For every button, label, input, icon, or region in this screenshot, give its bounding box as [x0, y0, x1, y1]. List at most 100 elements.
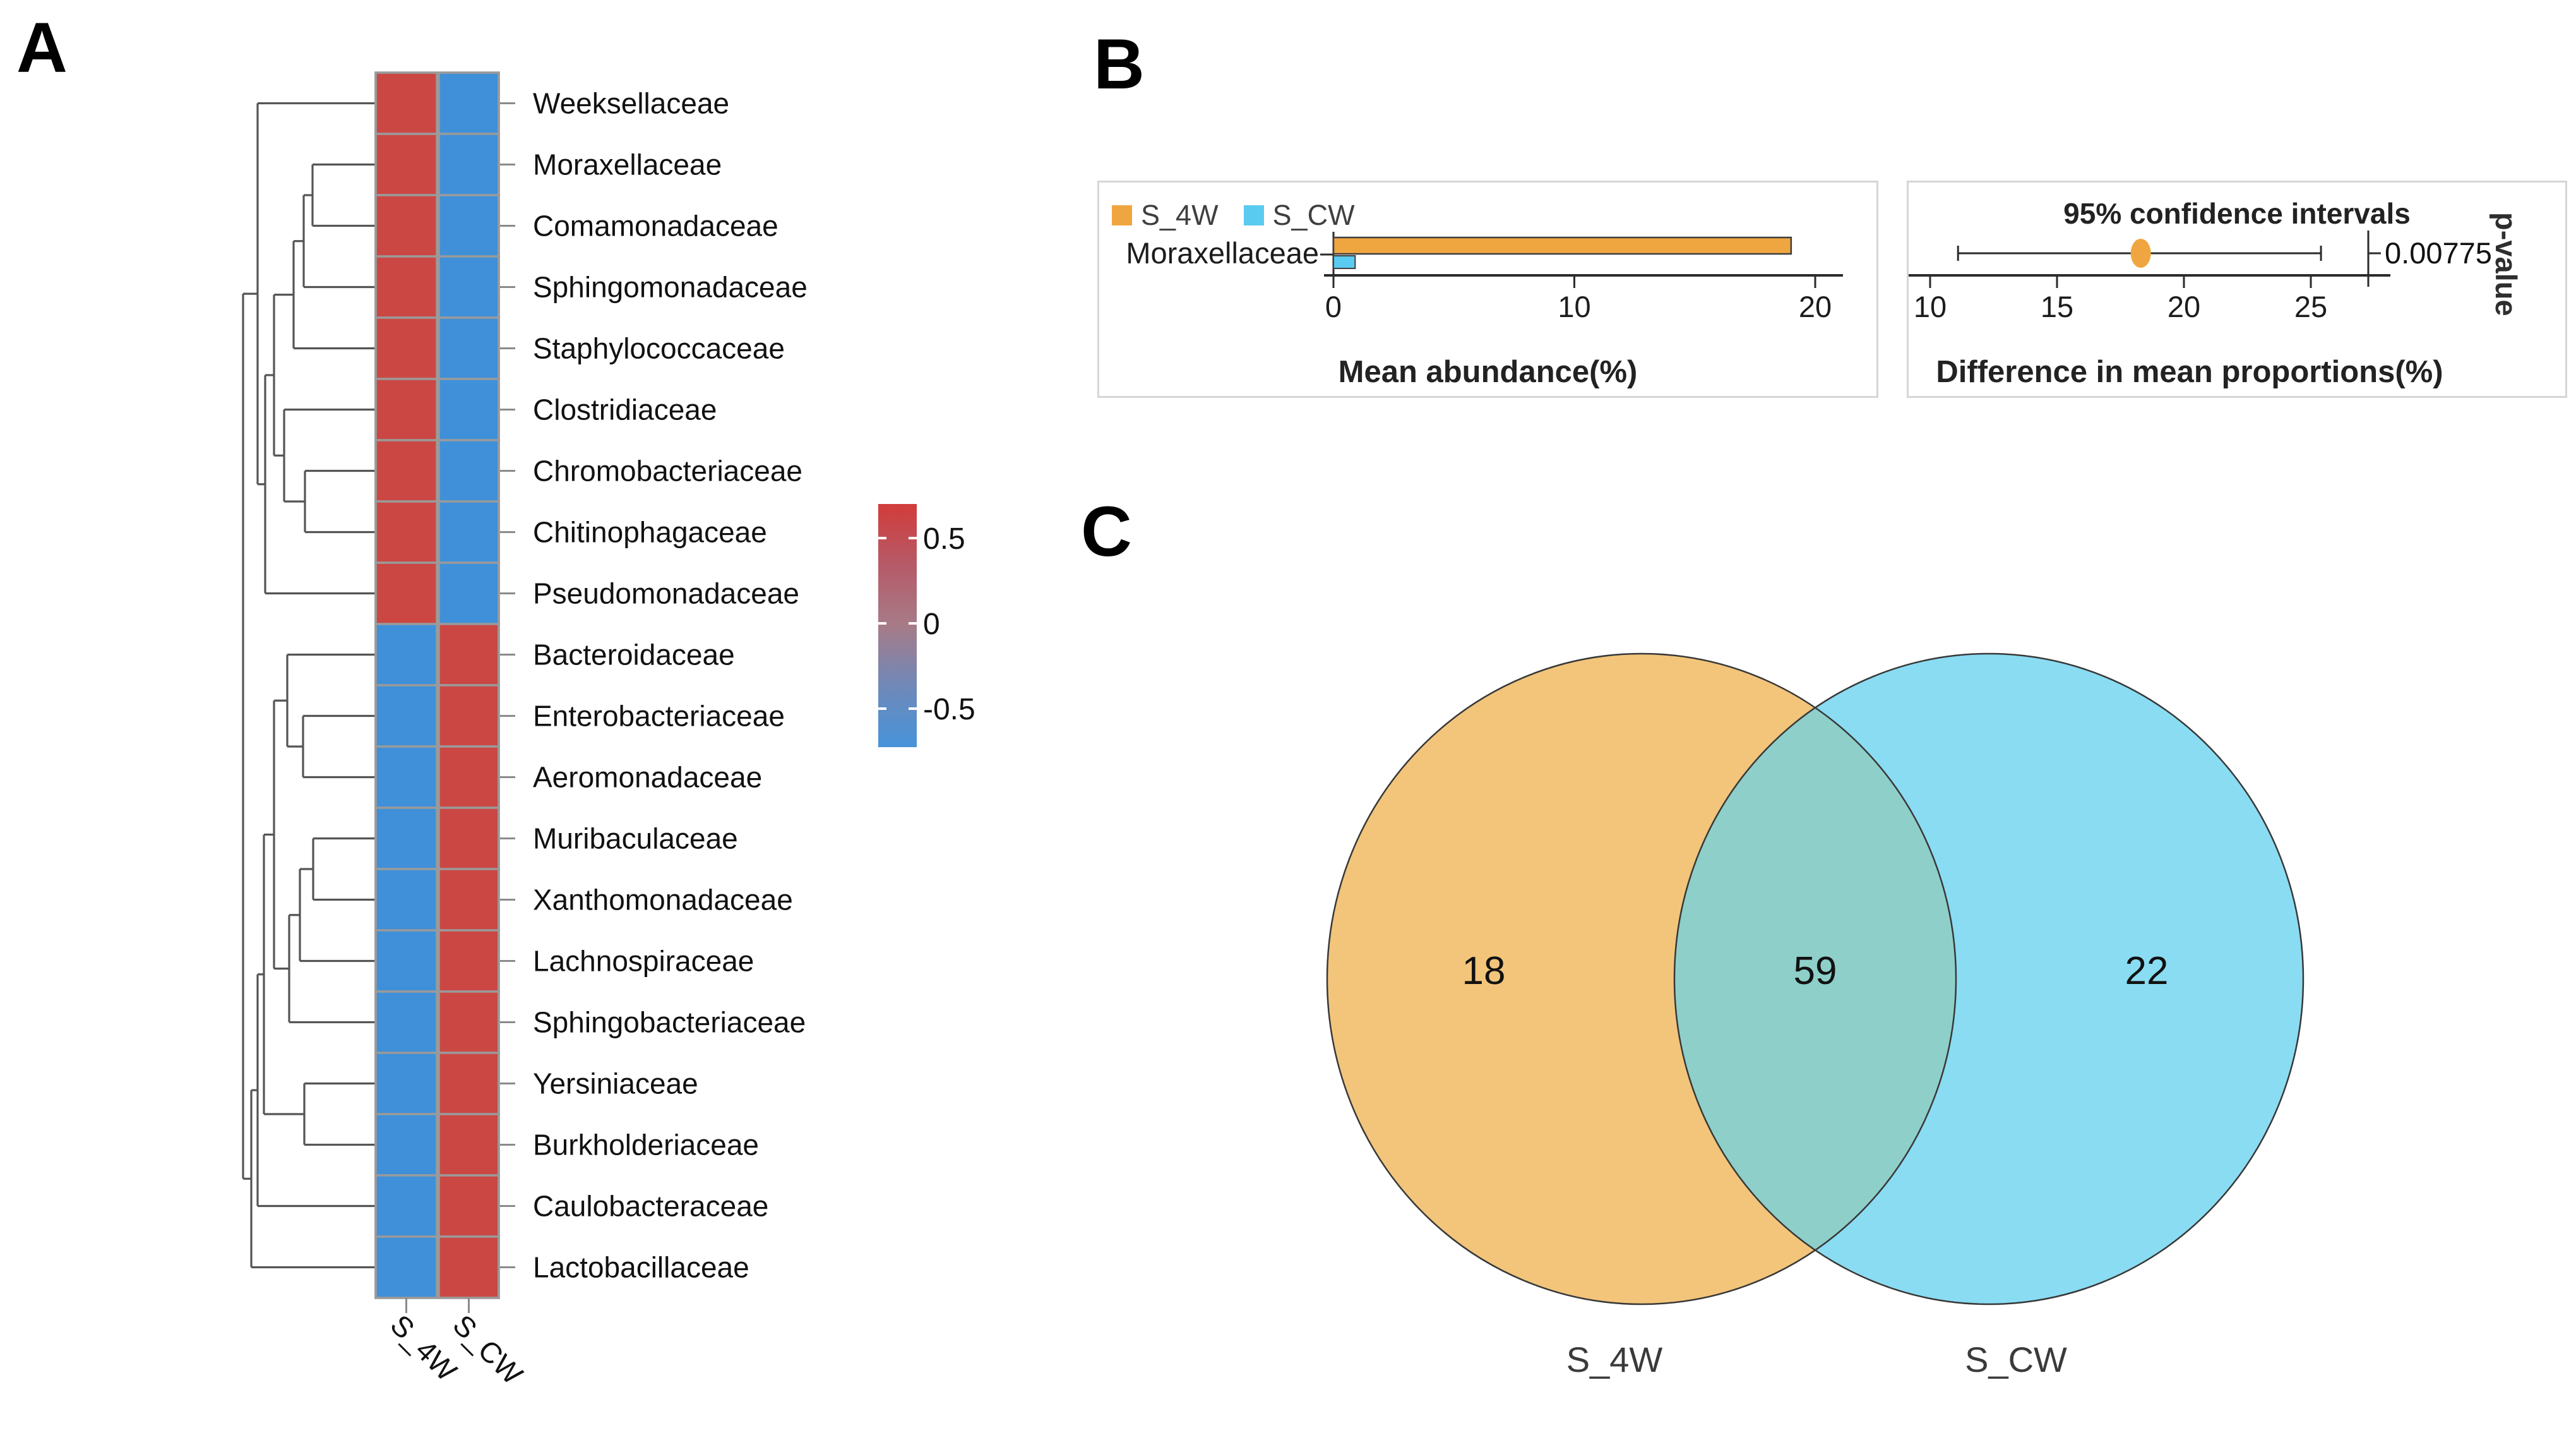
heatmap-cell [374, 868, 438, 932]
p-value-axis-title: p-value [2490, 212, 2523, 316]
confidence-interval-box: 95% confidence intervals 10 15 20 25 0.0077… [1907, 181, 2567, 398]
row-label: Xanthomonadaceae [533, 884, 793, 916]
row-label: Lactobacillaceae [533, 1251, 749, 1284]
heatmap-dendrogram-panel: WeeksellaceaeMoraxellaceaeComamonadaceae… [242, 71, 975, 1391]
heatmap-cell [438, 255, 500, 319]
row-label: Lachnospiraceae [533, 945, 754, 978]
heatmap-cell [438, 194, 500, 258]
p-value-text: 0.00775 [2385, 236, 2492, 270]
series-legend: S_4W S_CW [1112, 199, 1355, 232]
heatmap-cell [438, 133, 500, 196]
heatmap-cell [438, 745, 500, 809]
abundance-tick-label: 20 [1799, 290, 1832, 323]
row-label: Comamonadaceae [533, 210, 778, 243]
venn-outline-s4w [1326, 652, 1957, 1305]
venn-label-scw: S_CW [1965, 1340, 2067, 1379]
row-label: Burkholderiaceae [533, 1129, 759, 1161]
heatmap-cell [438, 561, 500, 625]
panel-b-label: B [1094, 25, 1145, 104]
scw-bar [1333, 255, 1356, 269]
feature-row-label: Moraxellaceae [1126, 236, 1319, 270]
difference-tick-label: 25 [2294, 290, 2327, 323]
row-label: Moraxellaceae [533, 148, 722, 181]
row-label: Chromobacteriaceae [533, 455, 802, 488]
heatmap-cell [374, 929, 438, 993]
column-label: S_4W [384, 1308, 463, 1388]
difference-axis-title: Difference in mean proportions(%) [1936, 355, 2443, 389]
heatmap-cell [374, 623, 438, 687]
legend-label-scw: S_CW [1272, 199, 1355, 231]
legend-item-s4w: S_4W [1112, 199, 1219, 232]
heatmap-cell [374, 439, 438, 503]
row-label: Caulobacteraceae [533, 1190, 768, 1223]
heatmap-cell [374, 194, 438, 258]
heatmap-cell [438, 807, 500, 870]
heatmap-cell [374, 1052, 438, 1115]
heatmap-cell [438, 1235, 500, 1299]
heatmap-cell [438, 868, 500, 932]
mean-abundance-plot-box: S_4W S_CW Moraxellaceae 0 10 20 Mean abund… [1097, 181, 1878, 398]
venn-count-scw-only: 22 [2125, 949, 2169, 993]
panel-a-label: A [16, 8, 68, 87]
difference-tick-label: 15 [2041, 290, 2073, 323]
heatmap-cell [438, 439, 500, 503]
ci-mean-dot [2130, 239, 2151, 268]
row-label: Pseudomonadaceae [533, 577, 799, 610]
abundance-tick-label: 0 [1325, 290, 1342, 323]
scw-color-swatch [1243, 205, 1264, 225]
heatmap-cell [374, 1235, 438, 1299]
abundance-tick-label: 10 [1558, 290, 1590, 323]
difference-tick-label: 20 [2168, 290, 2200, 323]
row-label: Staphylococcaceae [533, 332, 785, 365]
heatmap-cell [438, 1113, 500, 1177]
heatmap-cell [438, 684, 500, 748]
heatmap-cell [374, 990, 438, 1054]
row-label: Aeromonadaceae [533, 761, 762, 794]
venn-count-s4w-only: 18 [1462, 949, 1506, 993]
heatmap-cell [374, 684, 438, 748]
colorbar-tick-label: 0 [923, 608, 940, 641]
heatmap-border [374, 71, 500, 1299]
heatmap-cell [438, 378, 500, 441]
heatmap-cell [438, 1052, 500, 1115]
colorbar-tick-label: 0.5 [923, 522, 965, 556]
heatmap-cell [374, 500, 438, 564]
heatmap-cell [374, 316, 438, 380]
column-label: S_CW [446, 1308, 529, 1391]
row-label: Chitinophagaceae [533, 516, 767, 549]
row-label: Enterobacteriaceae [533, 700, 785, 733]
row-label: Muribaculaceae [533, 822, 738, 855]
venn-diagram: 18 59 22S_4W S_CW [1326, 652, 2305, 1379]
heatmap-cell [438, 71, 500, 135]
venn-count-intersection: 59 [1794, 949, 1837, 993]
heatmap-cell [438, 990, 500, 1054]
heatmap-cell [438, 929, 500, 993]
heatmap-cell [374, 561, 438, 625]
venn-overlap [1674, 654, 1956, 1304]
heatmap-cell [374, 133, 438, 196]
ci-plot-title: 95% confidence intervals [2063, 197, 2411, 230]
heatmap-cell [374, 1174, 438, 1238]
heatmap-cell [374, 71, 438, 135]
row-label: Sphingobacteriaceae [533, 1006, 806, 1039]
s4w-bar [1332, 236, 1792, 255]
abundance-axis-title: Mean abundance(%) [1338, 355, 1638, 389]
heatmap-cell [374, 1113, 438, 1177]
row-label: Clostridiaceae [533, 393, 717, 426]
legend-item-scw: S_CW [1243, 199, 1355, 232]
difference-tick-label: 10 [1914, 290, 1947, 323]
heatmap-cell [374, 378, 438, 441]
venn-label-s4w: S_4W [1566, 1340, 1663, 1379]
row-label: Sphingomonadaceae [533, 271, 808, 304]
panel-c-label: C [1081, 492, 1132, 571]
s4w-color-swatch [1112, 205, 1132, 225]
row-label: Bacteroidaceae [533, 639, 735, 671]
row-label: Yersiniaceae [533, 1067, 698, 1100]
venn-outline-scw [1673, 652, 2305, 1305]
heatmap-cell [438, 500, 500, 564]
colorbar-tick-label: -0.5 [923, 693, 975, 726]
heatmap-cell [374, 745, 438, 809]
row-label: Weeksellaceae [533, 87, 729, 120]
legend-label-s4w: S_4W [1141, 199, 1219, 231]
